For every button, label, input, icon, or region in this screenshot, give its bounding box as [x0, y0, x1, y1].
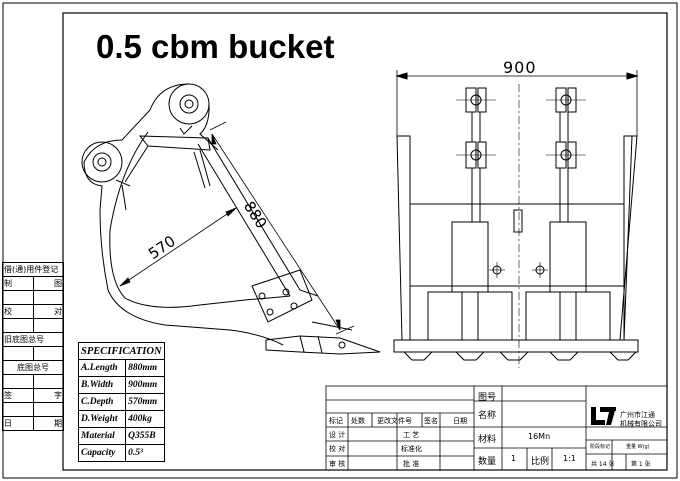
tooth [265, 335, 381, 355]
upper-pin-boss [168, 83, 210, 125]
shell-outer [107, 289, 284, 346]
spec-header: SPECIFICATION [78, 342, 165, 360]
standardization-label: 标准化 [401, 445, 422, 453]
title-block-grid [325, 385, 668, 471]
scale-label: 比例 [531, 457, 550, 467]
dim-880 [209, 121, 355, 335]
quantity-label: 数量 [478, 457, 497, 467]
rev-header-count: 处数 [351, 417, 365, 425]
process-label: 工 艺 [403, 431, 420, 439]
material-label: 材料 [478, 435, 497, 445]
drawing-title: 0.5 cbm bucket [96, 28, 335, 65]
rev-header-date: 日期 [453, 417, 467, 425]
company-name-line1: 广州市江通 [620, 411, 655, 419]
drawing-no-label: 图号 [478, 393, 497, 403]
dim-570 [119, 207, 237, 287]
front-view [393, 70, 639, 368]
sheet-number: 第 1 张 [631, 461, 651, 468]
lower-pin-boss [81, 141, 123, 183]
quantity-value: 1 [511, 454, 517, 463]
name-label: 名称 [478, 411, 497, 421]
back-plate [207, 137, 319, 297]
shell-inner [109, 131, 291, 308]
material-value: 16Mn [528, 432, 551, 441]
rev-header-sign: 签名 [424, 417, 438, 425]
lower-pin-hole [92, 152, 112, 172]
scale-value: 1:1 [563, 454, 576, 463]
approve-label: 批 准 [403, 460, 420, 468]
dim-label-900: 900 [503, 58, 537, 77]
reg-cell: 借(通)用件登记 [2, 262, 64, 277]
front-body [397, 135, 638, 341]
upper-pin-hole [179, 94, 199, 114]
stage-label: 阶段标记 [590, 444, 611, 450]
weight-label: 重量 W(g) [626, 444, 650, 450]
company-logo-icon [591, 407, 616, 425]
registration-table: 借(通)用件登记 制图 校对 旧底图总号 底图总号 签字 日期 [2, 262, 64, 431]
total-sheets: 共 14 张 [591, 461, 615, 468]
company-name-line2: 机械有限公司 [620, 420, 662, 428]
side-view [81, 83, 381, 355]
rev-header-mark: 标记 [329, 417, 343, 425]
design-label: 设 计 [329, 431, 346, 439]
review-label: 审 核 [329, 460, 346, 468]
check-label: 校 对 [329, 445, 346, 453]
rev-header-doc: 更改文件号 [377, 417, 412, 425]
